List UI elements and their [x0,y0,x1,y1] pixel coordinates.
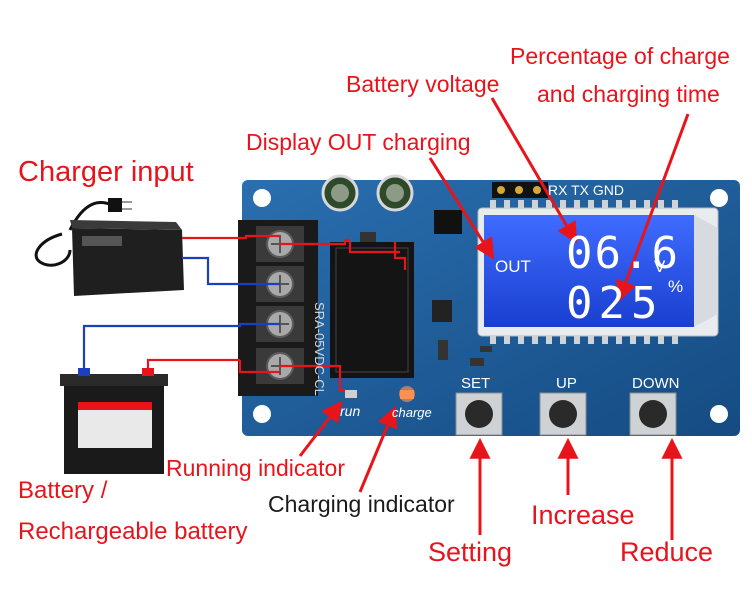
lcd-out-text: OUT [495,257,531,276]
annotation-arrows [298,97,690,540]
label-percentage-line2: and charging time [537,81,720,107]
label-setting: Setting [428,537,513,567]
down-label: DOWN [632,375,680,392]
label-battery-voltage: Battery voltage [346,71,500,97]
label-increase: Increase [531,500,635,530]
header-pins [492,182,548,198]
arrow-charging [358,406,398,493]
up-button-part [539,392,587,436]
label-running-indicator: Running indicator [166,455,346,481]
terminal-sign-4: + [214,373,226,395]
arrow-percentage [615,113,690,302]
arrow-running [298,400,343,457]
terminal-sign-2: − [214,263,226,285]
lcd-pins [490,200,678,344]
negative-wires [82,256,280,368]
terminal-sign-1: + [214,221,226,243]
set-label: SET [461,375,491,392]
terminal-block [238,220,318,396]
capacitors [321,174,414,212]
label-charger-input: Charger input [18,156,194,188]
smd-chips [360,210,492,366]
header-pin-label: RX TX GND [548,182,624,198]
run-label: run [340,403,361,419]
positive-wires [146,234,407,392]
down-button-part [629,392,677,436]
relay-text: SRA-05VDC-CL [312,302,327,396]
lcd-percent-value: 025 [566,278,664,329]
terminal-sign-3: − [214,327,226,349]
relay [330,242,414,378]
up-label: UP [556,375,577,392]
lcd-voltage-value: 06.6 [566,228,680,279]
set-button-part [455,392,503,436]
lcd-display [477,207,719,337]
arrow-display-out [428,157,495,260]
label-rechargeable-battery: Rechargeable battery [18,518,248,545]
label-battery: Battery / [18,477,108,504]
leds [345,386,415,402]
battery [60,368,168,474]
charger-adapter [34,198,184,296]
label-percentage-line1: Percentage of charge [510,43,730,69]
charge-label: charge [392,405,432,420]
label-display-out: Display OUT charging [246,129,471,155]
label-reduce: Reduce [620,537,714,567]
label-charging-indicator: Charging indicator [268,491,455,517]
lcd-percent-unit: % [668,277,684,296]
arrow-battery-voltage [490,97,578,244]
lcd-voltage-unit: V [654,257,666,276]
